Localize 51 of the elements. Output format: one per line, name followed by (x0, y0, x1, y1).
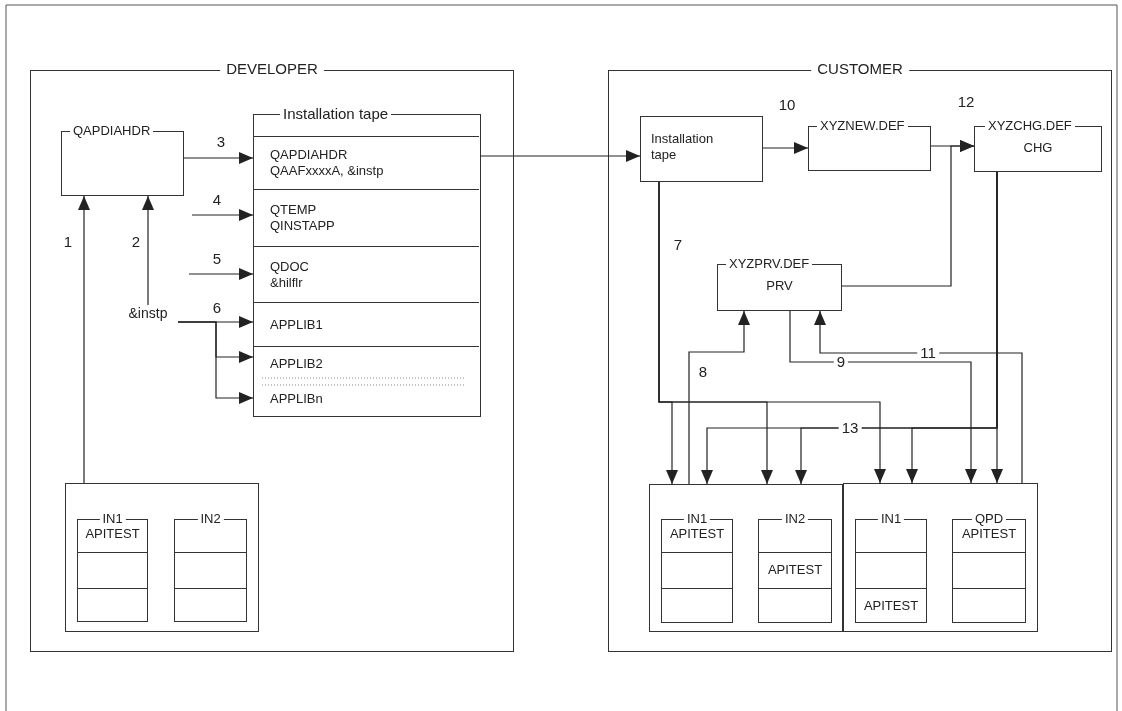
arrow (183, 152, 254, 164)
edge-label: 1 (63, 234, 73, 250)
arrow (789, 310, 977, 484)
arrow (188, 268, 254, 280)
library-group (649, 484, 843, 632)
edge-label: 5 (212, 251, 222, 267)
edge-label: 4 (212, 192, 222, 208)
arrow (841, 140, 975, 287)
arrow (177, 321, 254, 404)
column-text: APITEST (862, 598, 920, 614)
entry-text: APPLIBn (270, 390, 324, 407)
entry-text: APPLIB2 (270, 356, 324, 372)
edge-label: 7 (673, 237, 683, 253)
edge-label: 12 (957, 94, 975, 110)
box-title: QAPDIAHDR (70, 123, 154, 139)
column-text: APITEST (84, 526, 141, 542)
arrow (991, 171, 1003, 484)
arrow (658, 181, 886, 484)
group-title: DEVELOPER (220, 61, 324, 77)
entry-text: QTEMP QINSTAPP (270, 202, 336, 234)
column-text: APITEST (668, 526, 726, 542)
box-title: Installation tape (280, 106, 392, 122)
arrow (191, 209, 254, 221)
library-group (65, 483, 259, 632)
edge-label: 11 (917, 345, 939, 361)
box-text: CHG (1022, 140, 1054, 156)
entry-text: QDOC &hilflr (270, 258, 310, 291)
edge-label: 6 (212, 300, 222, 316)
edge-label: 3 (216, 134, 226, 150)
arrow (814, 310, 1023, 484)
entry-text: APPLIB1 (270, 316, 324, 333)
arrow (142, 195, 154, 306)
box-text: Installation tape (651, 131, 715, 163)
arrow (688, 310, 750, 485)
edge-label: 8 (698, 364, 708, 380)
group-title: CUSTOMER (811, 61, 909, 77)
entry-text: QAPDIAHDR QAAFxxxxA, &instp (270, 147, 385, 179)
column-title: QPD (971, 511, 1007, 527)
parameter-text: &instp (127, 305, 169, 321)
edge-label: 13 (838, 420, 862, 436)
edge-label: 10 (778, 97, 796, 113)
column-text: APITEST (766, 562, 824, 578)
column-text: APITEST (960, 526, 1018, 542)
box-text: PRV (765, 278, 794, 294)
edge-label: 2 (131, 234, 141, 250)
arrow (762, 142, 809, 154)
arrow (78, 195, 90, 484)
edge-label: 9 (833, 354, 849, 370)
library-group (843, 483, 1038, 632)
tape-box (640, 116, 763, 182)
arrow (480, 150, 641, 162)
